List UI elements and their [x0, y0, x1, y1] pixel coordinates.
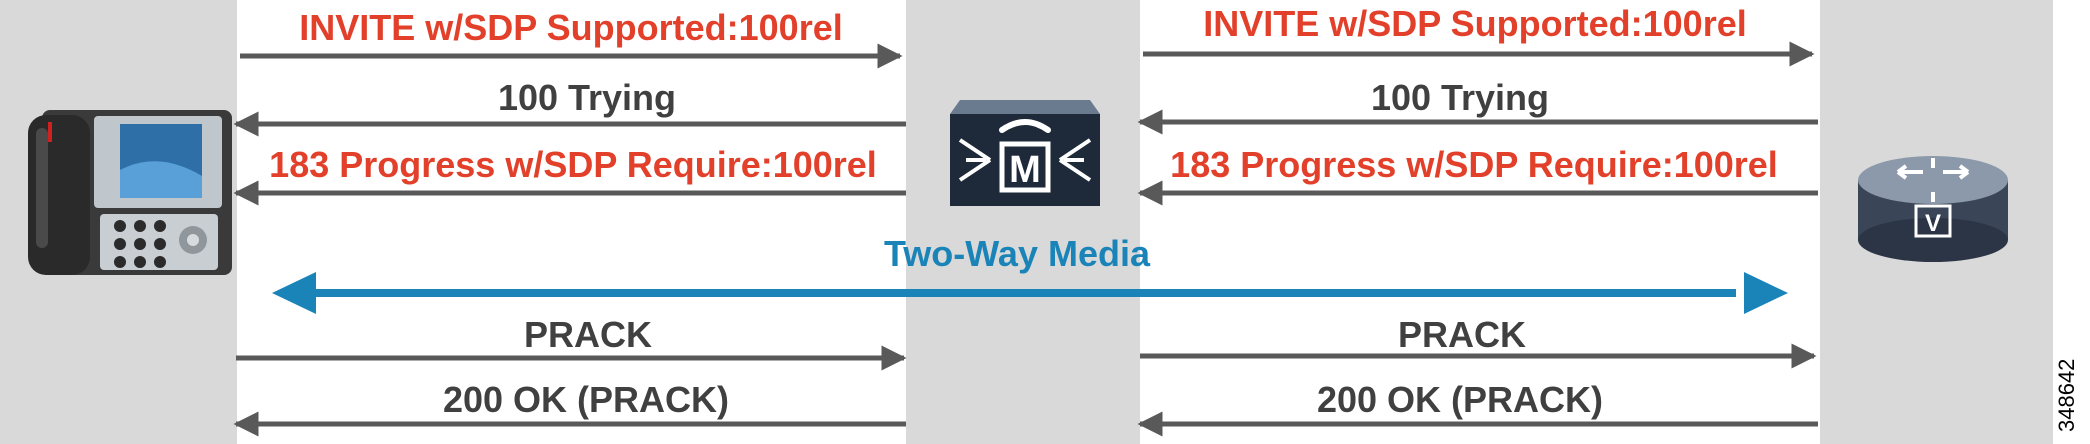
figure-id: 348642 [2054, 359, 2079, 432]
mtp-glyph: M [1009, 149, 1041, 191]
right-200ok-label: 200 OK (PRACK) [1317, 379, 1603, 420]
mtp-lane [906, 0, 1140, 444]
left-invite-label: INVITE w/SDP Supported:100rel [299, 7, 842, 48]
right-prack-label: PRACK [1398, 314, 1526, 355]
left-183-label: 183 Progress w/SDP Require:100rel [269, 144, 877, 185]
right-trying-label: 100 Trying [1371, 77, 1549, 118]
right-invite-label: INVITE w/SDP Supported:100rel [1203, 3, 1746, 44]
right-183-label: 183 Progress w/SDP Require:100rel [1170, 144, 1778, 185]
two-way-media-label: Two-Way Media [884, 233, 1151, 274]
ip-phone-icon [28, 110, 232, 275]
media-termination-point-icon: M [950, 100, 1100, 206]
gateway-glyph: V [1925, 210, 1941, 237]
left-prack-label: PRACK [524, 314, 652, 355]
left-trying-label: 100 Trying [498, 77, 676, 118]
media-arrowhead-left [272, 272, 316, 314]
voice-gateway-router-icon: V [1858, 156, 2008, 262]
media-arrowhead-right [1744, 272, 1788, 314]
left-200ok-label: 200 OK (PRACK) [443, 379, 729, 420]
